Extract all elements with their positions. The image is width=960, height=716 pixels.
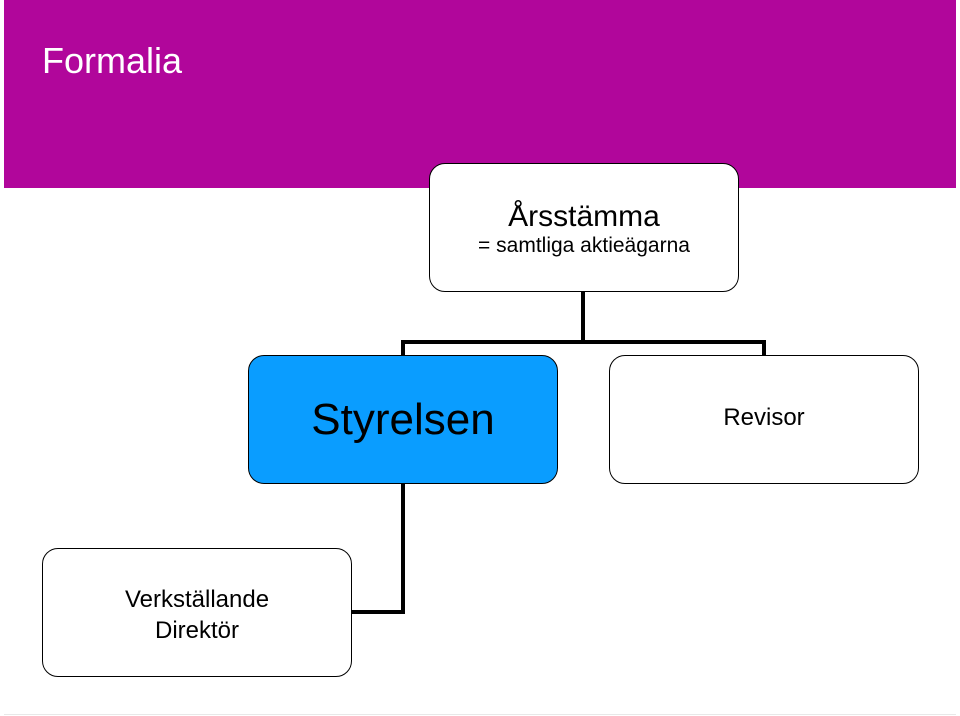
slide-canvas	[4, 0, 956, 715]
slide-title: Formalia	[42, 40, 183, 81]
node-vd: Verkställande Direktör	[42, 548, 352, 677]
node-vd-title-line2: Direktör	[154, 616, 239, 644]
node-revisor: Revisor	[609, 355, 919, 484]
node-styrelsen: Styrelsen	[248, 355, 558, 484]
header-band	[4, 0, 956, 188]
node-arsstamma: Årsstämma = samtliga aktieägarna	[429, 163, 739, 292]
edge-arsstamma-revisor	[583, 340, 766, 355]
edge-styrelsen-vd	[352, 484, 405, 614]
edge-arsstamma-styrelsen	[401, 340, 583, 355]
node-vd-title: Verkställande Direktör	[125, 584, 269, 646]
node-revisor-title: Revisor	[723, 403, 805, 431]
node-arsstamma-subtitle: = samtliga aktieägarna	[478, 233, 690, 257]
node-arsstamma-title: Årsstämma	[508, 199, 660, 233]
node-vd-title-line1: Verkställande	[124, 585, 270, 613]
node-styrelsen-title: Styrelsen	[311, 394, 495, 444]
